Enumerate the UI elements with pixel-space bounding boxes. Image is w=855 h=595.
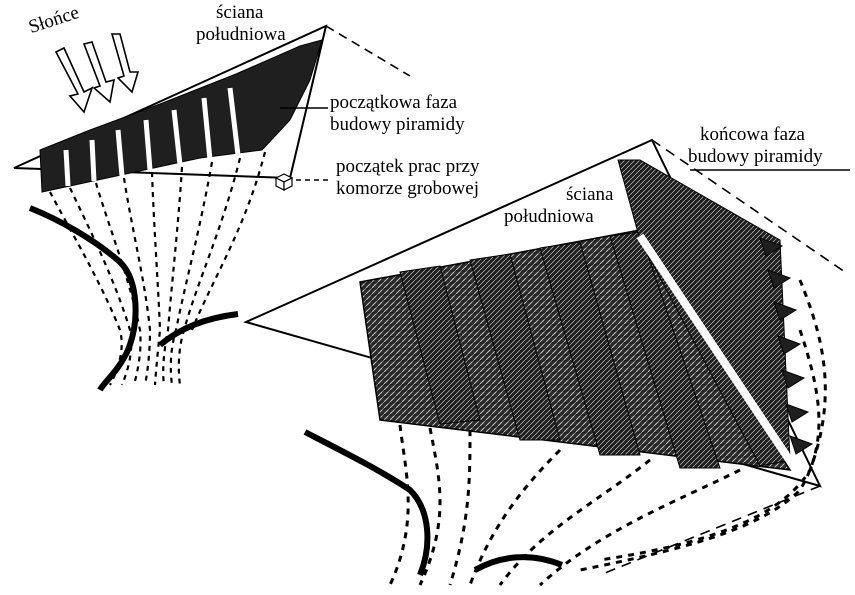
final-phase-label-line1: końcowa faza	[700, 124, 805, 145]
final-river-bank-2	[475, 557, 562, 570]
south-wall-label-1-line1: ściana	[216, 2, 263, 23]
initial-phase-label-line1: początkowa faza	[330, 92, 457, 113]
chamber-start-label-line2: komorze grobowej	[336, 178, 479, 199]
sun-arrow-3	[112, 34, 138, 92]
final-phase-label-line2: budowy piramidy	[688, 146, 823, 167]
burial-chamber-cube	[276, 174, 292, 190]
initial-transport-paths	[50, 152, 265, 385]
south-wall-label-2-line2: południowa	[504, 206, 594, 227]
sun-arrow-1	[56, 48, 92, 112]
initial-river-bank-2	[160, 314, 238, 345]
initial-phase-label-line2: budowy piramidy	[330, 114, 465, 135]
south-wall-label-2-line1: ściana	[566, 184, 613, 205]
initial-pyramid-back-edge	[326, 26, 410, 76]
final-pyramid-right-edge	[600, 486, 820, 575]
south-wall-label-1-line2: południowa	[196, 24, 286, 45]
chamber-start-label-line1: początek prac przy	[336, 156, 479, 177]
sun-arrows	[56, 34, 138, 112]
final-river-bank	[305, 432, 427, 575]
